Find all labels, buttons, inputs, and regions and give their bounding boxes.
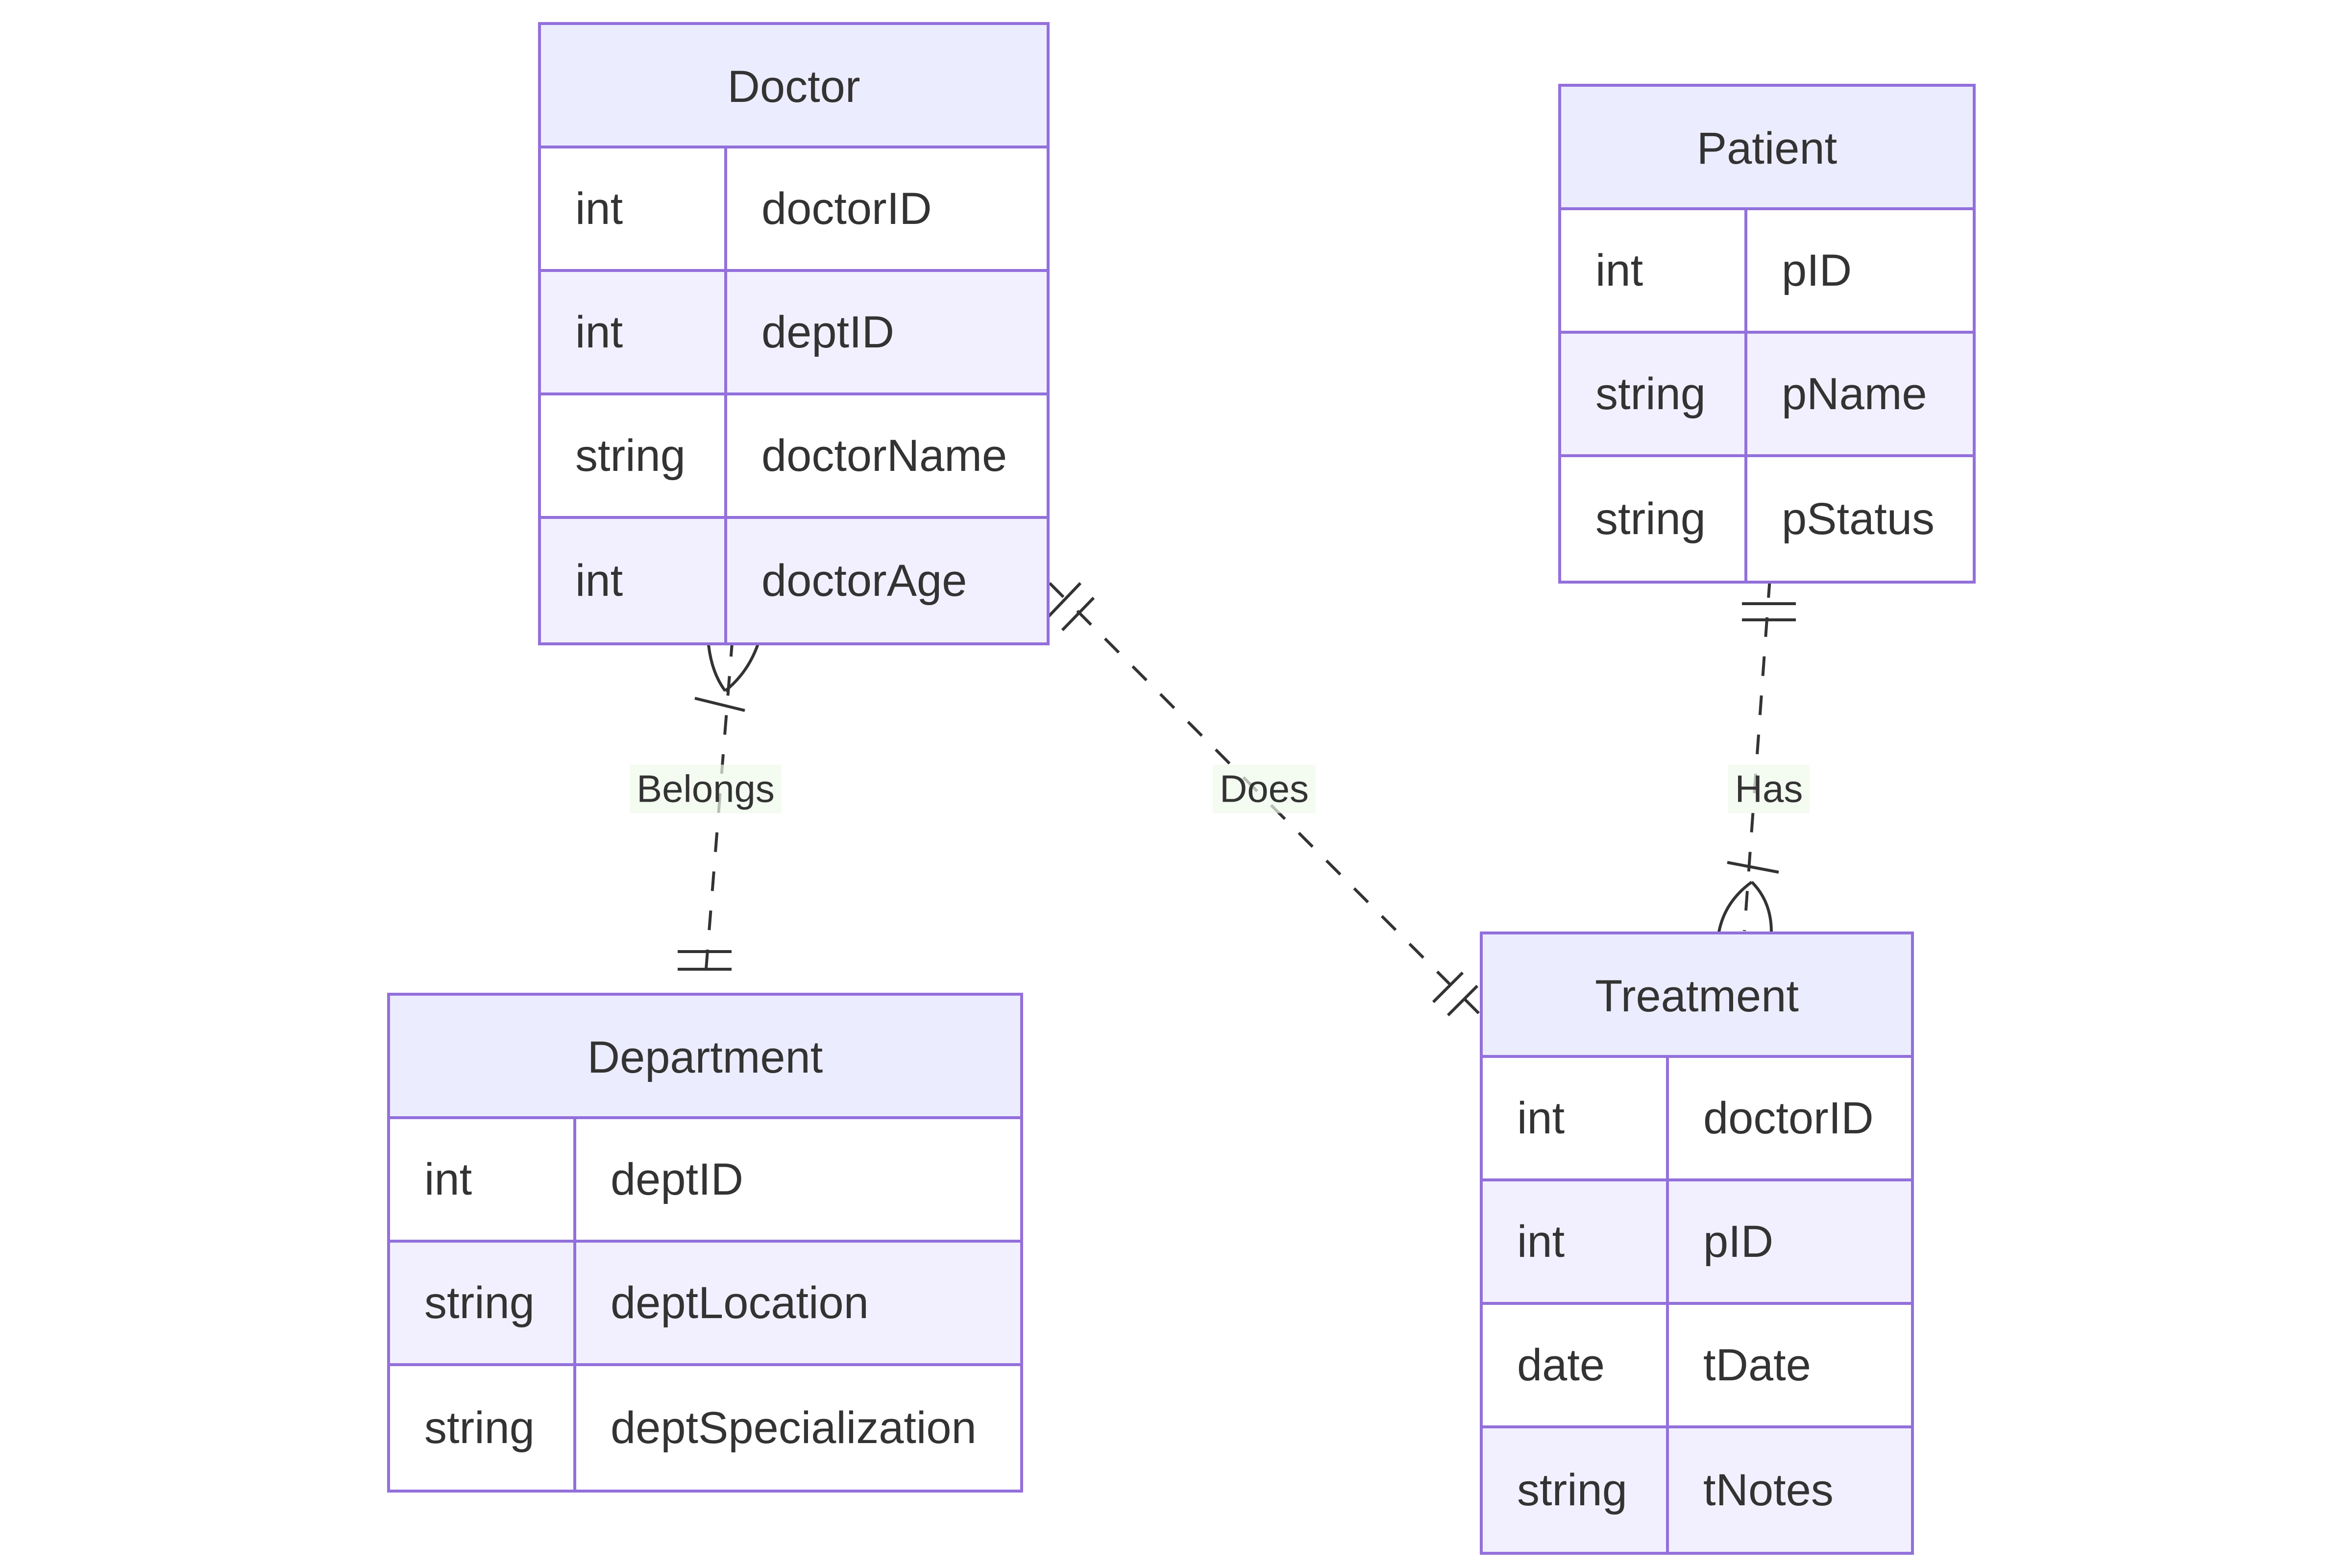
attribute-name: deptID: [761, 307, 895, 357]
bar-marker-doctor-does-2: [1061, 596, 1095, 632]
attribute-row: int doctorAge: [541, 519, 1047, 642]
edge-has: [1743, 578, 1771, 931]
relationship-label-belongs: Belongs: [630, 764, 782, 813]
attribute-type: string: [390, 1366, 576, 1490]
entity-department[interactable]: Department int deptID string deptLocatio…: [387, 993, 1023, 1493]
attribute-name: doctorID: [761, 183, 932, 234]
attribute-row: string pStatus: [1561, 457, 1973, 581]
attribute-name: deptLocation: [611, 1277, 869, 1328]
attribute-type: string: [1483, 1428, 1669, 1552]
attribute-type: string: [1561, 334, 1747, 454]
attribute-name: pStatus: [1782, 493, 1935, 544]
attribute-type: int: [1561, 210, 1747, 331]
attribute-name: deptID: [611, 1154, 744, 1204]
attribute-type: date: [1483, 1305, 1669, 1425]
attribute-name: pID: [1782, 245, 1852, 295]
bar-marker-doctor-does-1: [1047, 582, 1082, 618]
attribute-row: int deptID: [541, 272, 1047, 395]
attribute-name: doctorName: [761, 430, 1007, 481]
attribute-row: string tNotes: [1483, 1428, 1911, 1552]
crowfoot-marker-doctor-belongs: [707, 639, 761, 692]
attribute-name: tDate: [1703, 1340, 1811, 1390]
attribute-row: int deptID: [390, 1119, 1020, 1243]
crowfoot-marker-treatment-has: [1717, 881, 1773, 932]
attribute-type: int: [390, 1119, 576, 1240]
attribute-type: int: [1483, 1058, 1669, 1178]
bar-marker-treatment-does-1: [1432, 971, 1464, 1004]
attribute-type: int: [541, 272, 727, 392]
entity-title: Treatment: [1483, 934, 1911, 1058]
entity-doctor[interactable]: Doctor int doctorID int deptID string do…: [538, 22, 1050, 645]
entity-title: Department: [390, 996, 1020, 1119]
bar-marker-treatment-does-2: [1446, 984, 1479, 1017]
attribute-type: string: [541, 395, 727, 516]
attribute-row: int pID: [1483, 1181, 1911, 1305]
attribute-row: int doctorID: [541, 148, 1047, 272]
entity-patient[interactable]: Patient int pID string pName string pSta…: [1558, 84, 1976, 584]
attribute-row: string deptSpecialization: [390, 1366, 1020, 1490]
attribute-name: doctorID: [1703, 1093, 1874, 1143]
attribute-type: int: [1483, 1181, 1669, 1302]
attribute-type: string: [1561, 457, 1747, 581]
attribute-row: date tDate: [1483, 1305, 1911, 1428]
attribute-row: int doctorID: [1483, 1058, 1911, 1181]
attribute-name: pID: [1703, 1216, 1774, 1267]
attribute-type: int: [541, 519, 727, 642]
attribute-type: string: [390, 1243, 576, 1363]
attribute-name: doctorAge: [761, 555, 967, 606]
attribute-row: int pID: [1561, 210, 1973, 334]
attribute-row: string pName: [1561, 334, 1973, 457]
attribute-name: deptSpecialization: [611, 1402, 977, 1453]
attribute-row: string doctorName: [541, 395, 1047, 519]
bar-marker-treatment-has: [1727, 861, 1779, 874]
attribute-name: pName: [1782, 368, 1927, 419]
relationship-label-has: Has: [1728, 764, 1810, 813]
attribute-row: string deptLocation: [390, 1243, 1020, 1366]
entity-title: Doctor: [541, 25, 1047, 148]
attribute-name: tNotes: [1703, 1465, 1834, 1515]
bar-marker-doctor-belongs: [694, 697, 745, 712]
entity-title: Patient: [1561, 87, 1973, 210]
attribute-type: int: [541, 148, 727, 269]
relationship-label-does: Does: [1212, 764, 1316, 813]
entity-treatment[interactable]: Treatment int doctorID int pID date tDat…: [1480, 931, 1914, 1555]
